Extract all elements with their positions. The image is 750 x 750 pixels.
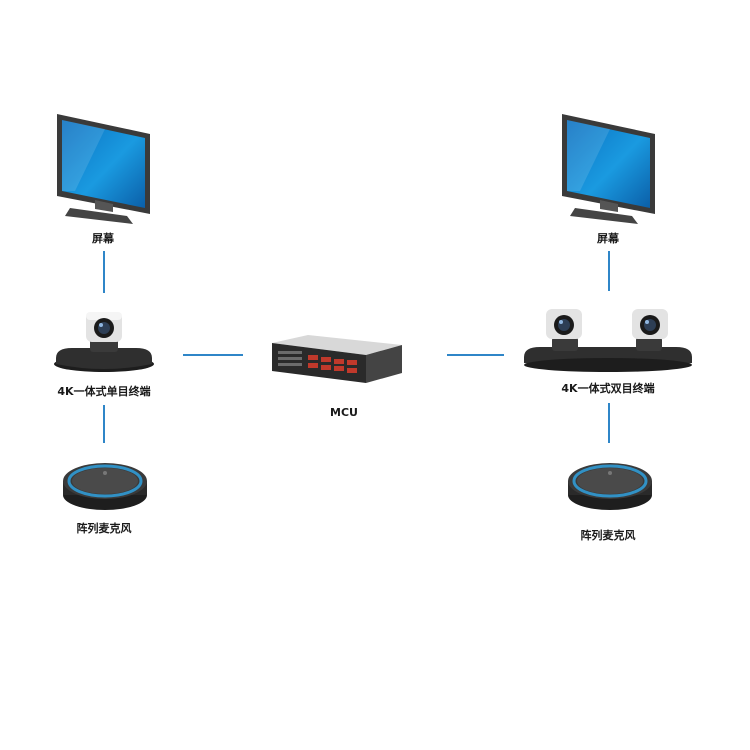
array-microphone-icon	[568, 463, 652, 510]
left-mic-label: 阵列麦克风	[76, 522, 132, 535]
left-terminal-label: 4K一体式单目终端	[57, 385, 151, 398]
monitor-icon	[562, 114, 655, 224]
mcu-server-icon	[272, 335, 402, 383]
right-mic-label: 阵列麦克风	[580, 529, 636, 542]
left-screen-label: 屏幕	[92, 232, 114, 245]
right-screen-label: 屏幕	[597, 232, 619, 245]
connector-left-terminal-mic	[103, 405, 105, 443]
array-microphone-icon	[63, 463, 147, 510]
monitor-icon	[57, 114, 150, 224]
connector-mcu-right-terminal	[447, 354, 504, 356]
single-camera-terminal-icon	[54, 312, 154, 372]
connector-left-screen-terminal	[103, 251, 105, 293]
connector-left-terminal-mcu	[183, 354, 243, 356]
dual-camera-terminal-icon	[524, 309, 692, 372]
connector-right-screen-terminal	[608, 251, 610, 291]
right-terminal-label: 4K一体式双目终端	[561, 382, 655, 395]
mcu-label: MCU	[330, 406, 358, 419]
connector-right-terminal-mic	[608, 403, 610, 443]
